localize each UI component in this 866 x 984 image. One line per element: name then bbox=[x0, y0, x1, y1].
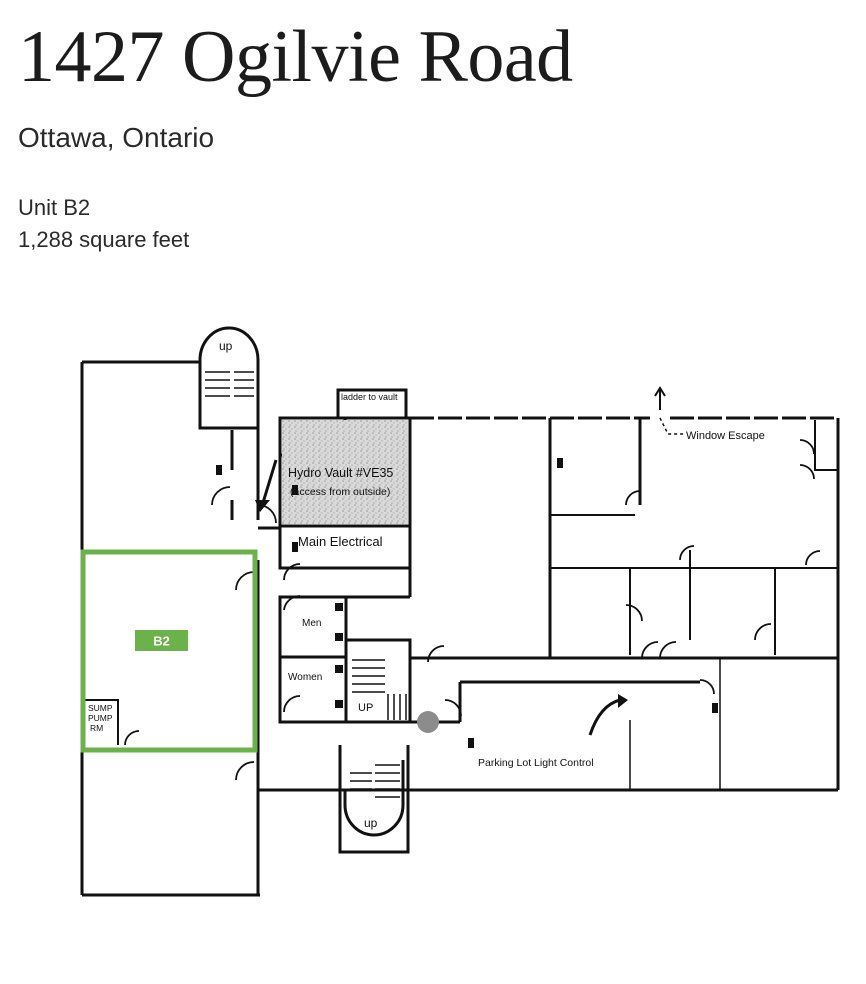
hydro-access-label: (access from outside) bbox=[290, 486, 390, 498]
hydro-vault-label: Hydro Vault #VE35 bbox=[288, 466, 393, 480]
stair-up-top-label: up bbox=[219, 339, 233, 353]
men-label: Men bbox=[302, 618, 321, 629]
hydro-vault-fill bbox=[282, 420, 408, 524]
stair-treads bbox=[205, 371, 407, 798]
fixtures bbox=[216, 458, 718, 748]
parking-light-label: Parking Lot Light Control bbox=[478, 757, 594, 769]
property-title: 1427 Ogilvie Road bbox=[18, 16, 573, 98]
main-electrical-label: Main Electrical bbox=[298, 534, 383, 549]
women-label: Women bbox=[288, 672, 322, 683]
walls bbox=[80, 326, 840, 897]
window-escape-label: Window Escape bbox=[686, 430, 765, 442]
sump-label-2: PUMP bbox=[88, 713, 113, 723]
property-location: Ottawa, Ontario bbox=[18, 122, 215, 153]
unit-area: 1,288 square feet bbox=[18, 227, 190, 252]
sump-label-1: SUMP bbox=[88, 703, 113, 713]
unit-b2-highlight[interactable] bbox=[80, 549, 258, 753]
unit-b2-label: B2 bbox=[153, 634, 170, 649]
floor-drain bbox=[417, 711, 439, 733]
ladder-label: ladder to vault bbox=[341, 392, 398, 402]
unit-b2-badge bbox=[135, 630, 188, 651]
stair-up-mid-label: UP bbox=[358, 702, 373, 714]
unit-name: Unit B2 bbox=[18, 195, 91, 220]
sump-label-3: RM bbox=[90, 723, 103, 733]
unit-info: Unit B2 1,288 square feet bbox=[18, 192, 189, 256]
arrows bbox=[260, 459, 621, 736]
stair-up-bottom-label: up bbox=[364, 816, 378, 830]
door-swings bbox=[124, 439, 821, 781]
